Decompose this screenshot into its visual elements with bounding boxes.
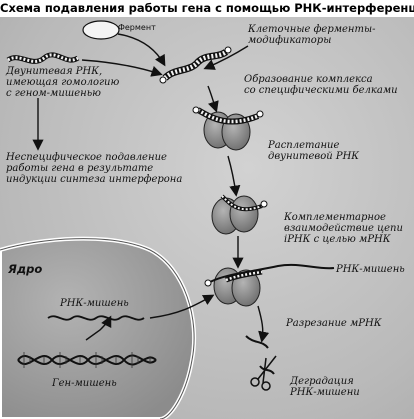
dsrna-line-1: Двунитевая РНК, — [6, 66, 103, 77]
arrow-to-complex1 — [207, 85, 219, 113]
target-rna-right-label: РНК-мишень — [336, 264, 405, 275]
gene-dna-helix — [17, 352, 157, 368]
complex-line-1: Образование комплекса — [244, 74, 373, 85]
degradation-label: Деградация РНК-мишени — [290, 376, 360, 398]
unwinding-line-1: Расплетание — [268, 140, 340, 151]
unwinding-line-2: двунитевой РНК — [268, 151, 360, 162]
enzyme-shape — [82, 20, 120, 40]
gene-target-label: Ген-мишень — [52, 378, 117, 389]
diagram-title: Схема подавления работы гена с помощью Р… — [0, 0, 414, 17]
target-rna-nucleus-label: РНК-мишень — [60, 298, 129, 309]
nonspecific-line-1: Неспецифическое подавление — [6, 152, 167, 163]
arrow-enzyme-to-dsrna — [117, 33, 166, 67]
nucleus-label: Ядро — [8, 262, 43, 276]
protein-complex-1 — [192, 106, 264, 151]
processed-dsrna — [159, 46, 232, 84]
scissors-icon — [250, 355, 277, 391]
cell-enzymes-line-1: Клеточные ферменты- — [248, 24, 376, 35]
arrow-rna-to-complex — [149, 294, 215, 319]
arrow-dsrna-to-processed — [81, 59, 163, 77]
enzyme-label: Фермент — [118, 23, 156, 32]
degradation-line-1: Деградация — [290, 376, 354, 387]
complementary-line-2: взаимодействие цепи — [284, 223, 403, 234]
arrow-to-degradation — [257, 305, 270, 343]
unwinding-label: Расплетание двунитевой РНК — [268, 140, 359, 162]
complementary-line-3: iРНК с целью мРНК — [284, 234, 391, 245]
arrow-cell-enzymes — [203, 45, 249, 70]
nonspecific-line-3: индукции синтеза интерферона — [6, 174, 183, 185]
cell-enzymes-label: Клеточные ферменты- модификаторы — [248, 24, 376, 46]
arrow-gene-to-rna — [85, 315, 112, 341]
nonspecific-label: Неспецифическое подавление работы гена в… — [6, 152, 182, 185]
degraded-rna — [245, 335, 275, 375]
complementary-line-1: Комплементарное — [284, 212, 386, 223]
arrow-to-complex2 — [227, 155, 241, 197]
nonspecific-line-2: работы гена в результате — [6, 163, 154, 174]
protein-complex-3 — [204, 263, 335, 307]
dsrna-label: Двунитевая РНК, имеющая гомологию с гено… — [6, 66, 119, 99]
complex-line-2: со специфическими белками — [244, 85, 398, 96]
cleavage-label: Разрезание мРНК — [286, 318, 382, 329]
protein-complex-2 — [211, 194, 268, 235]
degradation-line-2: РНК-мишени — [290, 387, 360, 398]
target-rna-strand — [47, 315, 145, 321]
dsrna-molecule — [6, 52, 80, 64]
dsrna-line-3: с геном-мишенью — [6, 88, 101, 99]
cell-enzymes-line-2: модификаторы — [248, 35, 332, 46]
nucleus — [0, 236, 197, 419]
dsrna-line-2: имеющая гомологию — [6, 77, 120, 88]
complex-formation-label: Образование комплекса со специфическими … — [244, 74, 398, 96]
complementary-label: Комплементарное взаимодействие цепи iРНК… — [284, 212, 403, 245]
